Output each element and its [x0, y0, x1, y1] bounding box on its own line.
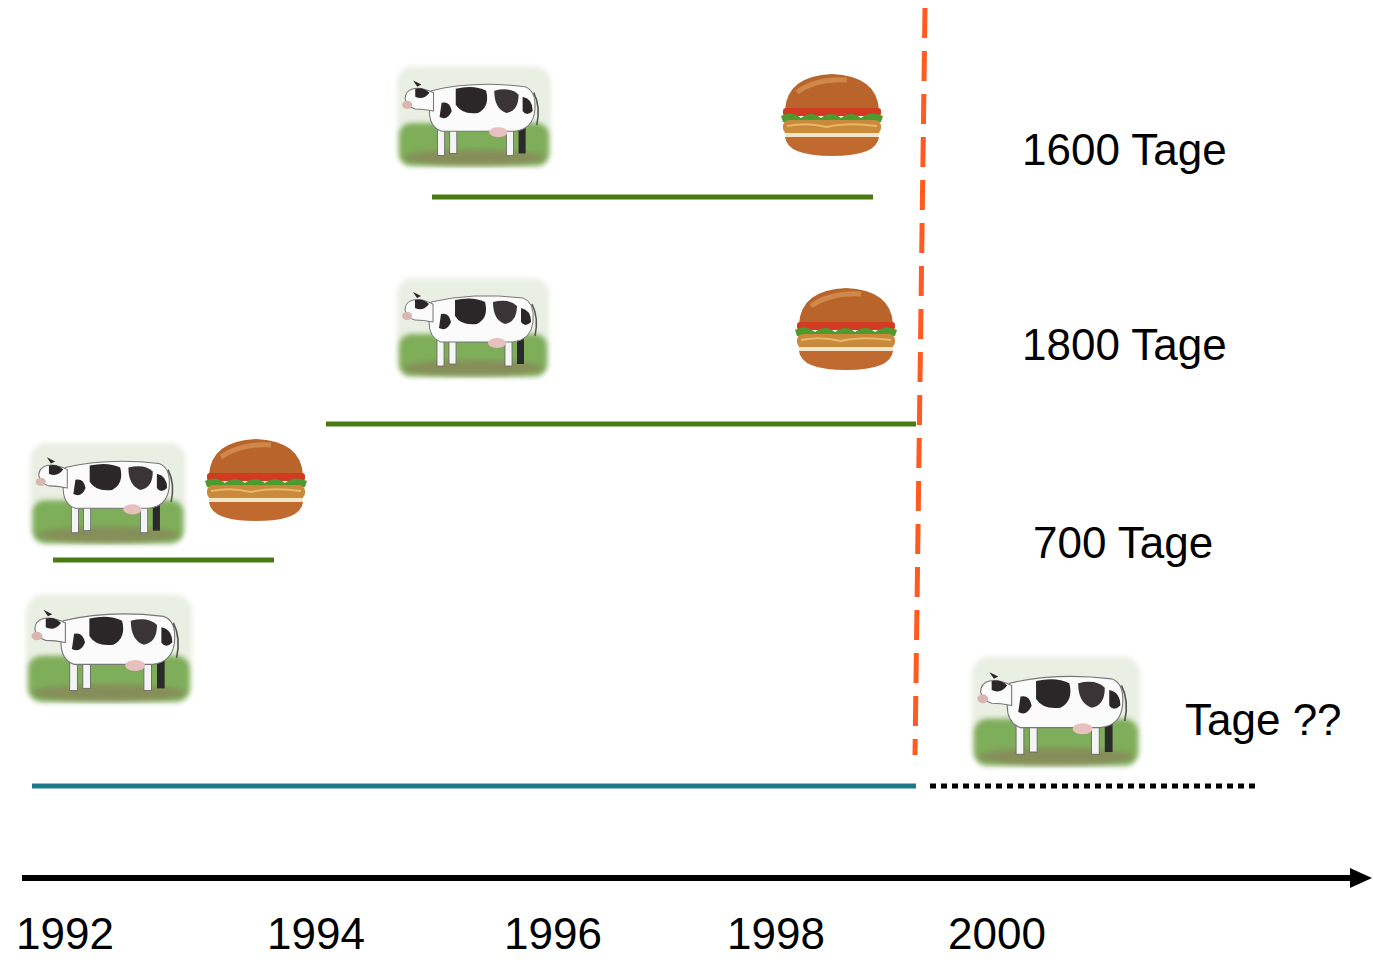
burger-icon	[781, 74, 883, 156]
burger-icon	[205, 439, 307, 521]
duration-bar	[32, 784, 916, 789]
duration-label: Tage ??	[1185, 698, 1342, 742]
cow-icon	[26, 595, 192, 704]
year-label: 1994	[267, 912, 365, 956]
cow-icon	[397, 66, 551, 167]
axis-arrowhead	[1350, 868, 1372, 888]
duration-label: 700 Tage	[1033, 521, 1213, 565]
cow-icon	[397, 278, 549, 378]
year-label: 1992	[16, 912, 114, 956]
time-axis	[22, 875, 1356, 881]
year-label: 1998	[727, 912, 825, 956]
burger-icon	[795, 288, 897, 370]
duration-bar	[432, 195, 873, 200]
cow-icon	[972, 657, 1141, 768]
year-label: 1996	[504, 912, 602, 956]
dotted-extension	[930, 784, 1258, 789]
duration-bar	[326, 422, 916, 427]
dashed-marker	[915, 8, 925, 755]
year-label: 2000	[948, 912, 1046, 956]
duration-label: 1600 Tage	[1022, 128, 1227, 172]
duration-label: 1800 Tage	[1022, 323, 1227, 367]
cow-icon	[31, 443, 186, 545]
duration-bar	[53, 558, 274, 563]
